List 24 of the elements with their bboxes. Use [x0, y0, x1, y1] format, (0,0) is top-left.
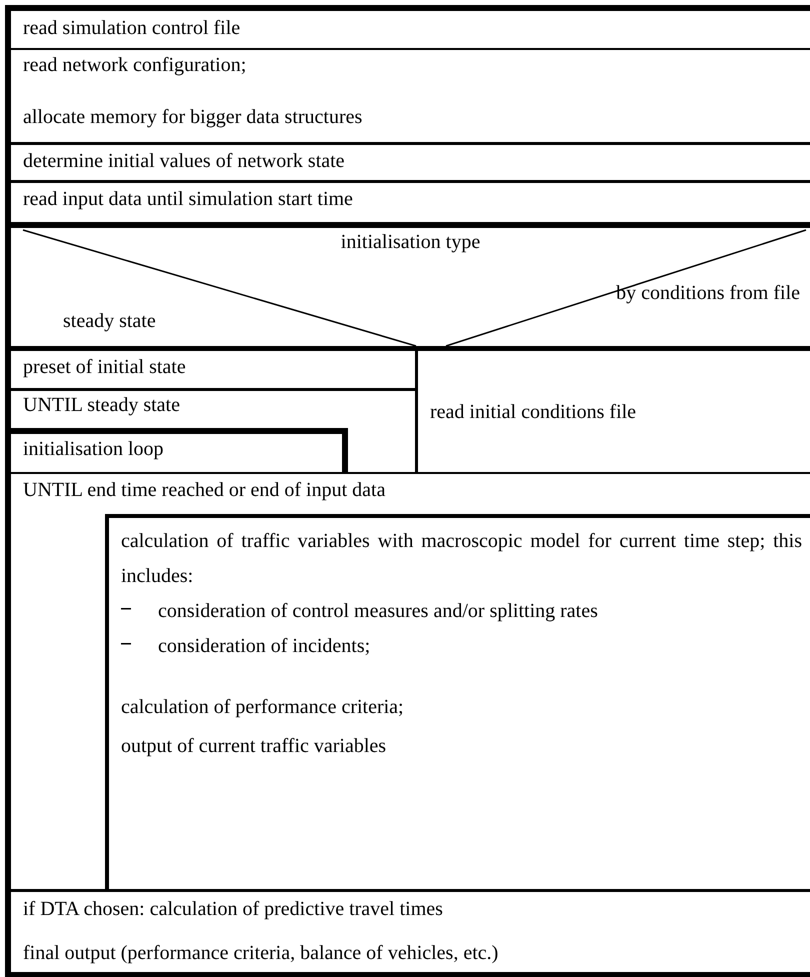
process-block — [11, 428, 348, 472]
step-text: read input data until simulation start time — [23, 187, 354, 212]
step-text: output of current traffic variables — [121, 734, 388, 759]
step-text: preset of initial state — [23, 355, 187, 380]
step-text: final output (performance criteria, balance of vehicles, etc.) — [23, 941, 500, 966]
bullet-text: consideration of incidents; — [158, 634, 372, 659]
step-text: initialisation loop — [23, 437, 165, 462]
step-text: if DTA chosen: calculation of predictive travel times — [23, 897, 444, 922]
bullet-text: consideration of control measures and/or splitting rates — [158, 599, 599, 624]
step-text: calculation of traffic variables with macroscopic model for current time step; this includes: — [121, 529, 802, 589]
step-text: read network configuration; — [23, 53, 248, 78]
step-text: UNTIL steady state — [23, 393, 181, 418]
step-text: UNTIL end time reached or end of input data — [23, 478, 386, 503]
loop-block — [11, 472, 810, 889]
loop-body-block — [105, 514, 810, 891]
step-text: read simulation control file — [23, 16, 242, 41]
branch-label: steady state — [63, 309, 156, 334]
step-text: calculation of performance criteria; — [121, 695, 405, 720]
step-text: read initial conditions file — [430, 400, 636, 424]
condition-text: initialisation type — [340, 230, 482, 255]
step-text: allocate memory for bigger data structures — [23, 105, 364, 130]
branch-label: by conditions from file — [615, 281, 800, 306]
step-text: determine initial values of network state — [23, 149, 346, 174]
decision-block — [11, 228, 810, 351]
